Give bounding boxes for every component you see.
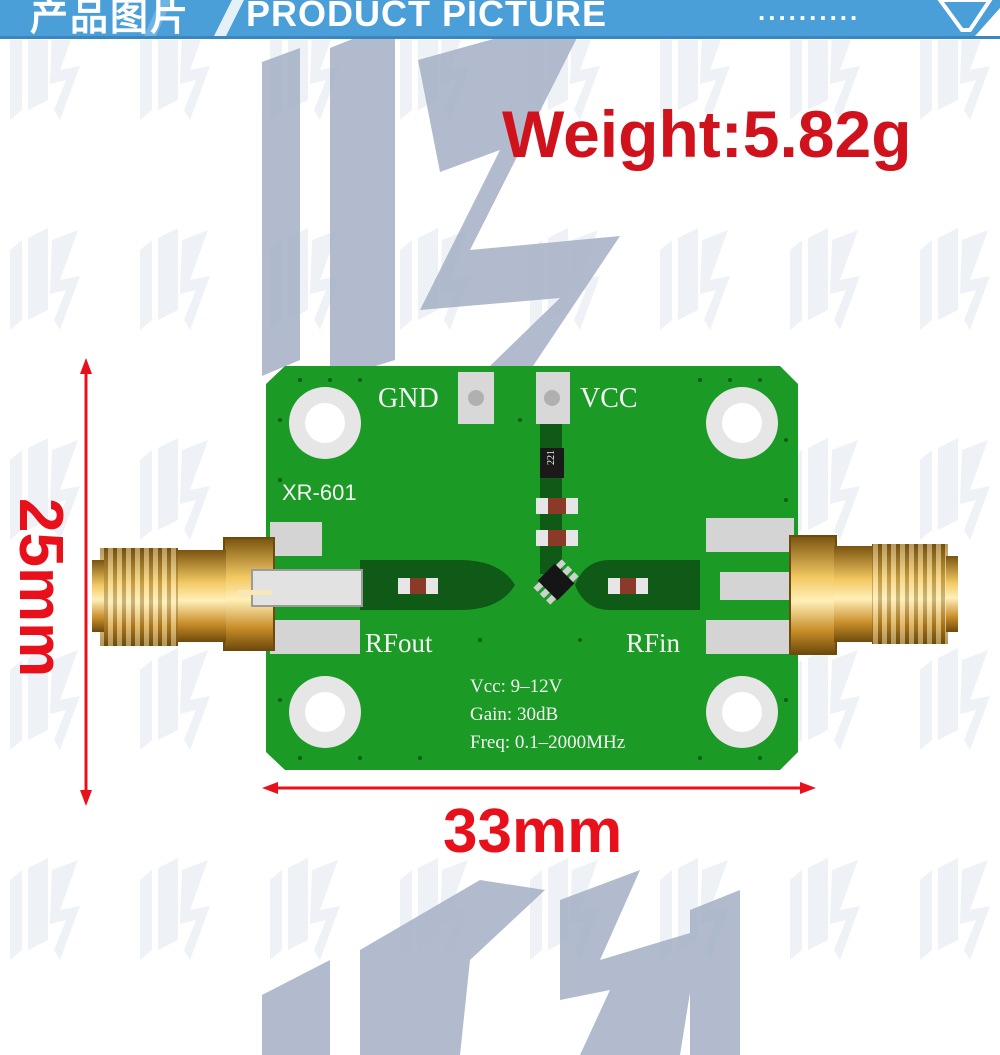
spec-vcc: Vcc: 9–12V xyxy=(470,676,563,697)
gnd-label: GND xyxy=(378,383,439,414)
spec-gain: Gain: 30dB xyxy=(470,704,559,725)
vcc-label: VCC xyxy=(580,383,638,414)
sma-connector-icon xyxy=(789,535,958,655)
resistor-code: 221 xyxy=(546,450,557,465)
sma-connector-icon xyxy=(92,537,363,651)
banner-arrow-icon xyxy=(937,0,993,32)
resistor-221 xyxy=(540,448,564,478)
width-dimension: 33mm xyxy=(443,797,623,866)
model-label: XR-601 xyxy=(282,480,357,505)
spec-freq: Freq: 0.1–2000MHz xyxy=(470,732,626,753)
banner-cn-title: 产品图片 xyxy=(30,0,191,39)
height-dimension: 25mm xyxy=(6,498,75,678)
banner-background xyxy=(0,0,1000,39)
rfin-label: RFin xyxy=(626,628,681,658)
banner-dots: .......... xyxy=(758,0,861,26)
banner-en-title: PRODUCT PICTURE xyxy=(246,0,608,34)
mounting-holes xyxy=(289,387,778,748)
rfout-label: RFout xyxy=(365,628,433,658)
weight-label: Weight:5.82g xyxy=(502,97,912,171)
